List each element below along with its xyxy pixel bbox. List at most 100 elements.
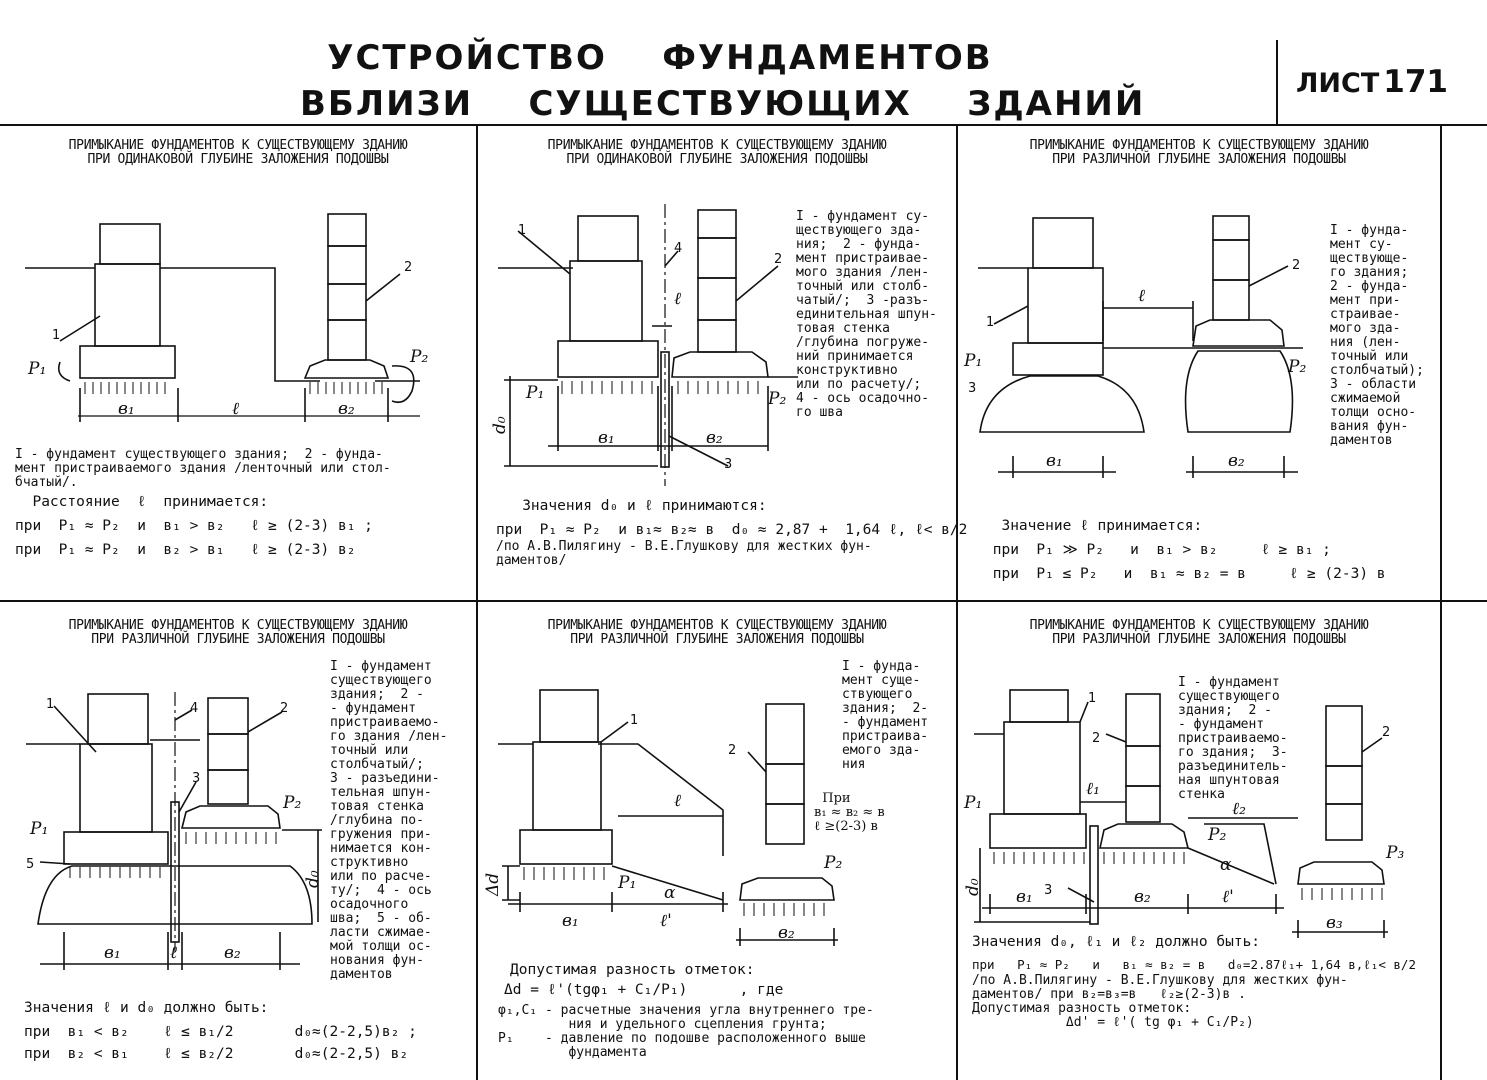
label-p1: P₁ — [29, 819, 48, 839]
label-4: 4 — [674, 241, 682, 256]
label-l: ℓ — [232, 399, 239, 419]
label-2: 2 — [1292, 258, 1300, 273]
label-1: 1 — [52, 328, 60, 343]
legend-text: I - фундамент существующего здания; 2 - … — [330, 659, 448, 982]
label-l2: ℓ₂ — [1232, 799, 1246, 819]
label-b1: в₁ — [104, 943, 121, 963]
rule-1: при P₁ ≈ P₂ и в₁≈ в₂≈ в d₀ ≈ 2,87 + 1,64… — [496, 522, 968, 538]
rule-intro: Значения d₀ и ℓ принимаются: — [496, 498, 767, 514]
sheet-pile-wall — [1089, 825, 1099, 925]
foundation-diagram: 1 2 3 P₁ P₂ ℓ в₁ в₂ — [963, 215, 1306, 478]
panel-equal-depth-spacing: ПРИМЫКАНИЕ ФУНДАМЕНТОВ К СУЩЕСТВУЮЩЕМУ З… — [0, 126, 476, 600]
label-3: 3 — [724, 457, 732, 472]
label-p1: P₁ — [617, 873, 636, 893]
label-1: 1 — [1088, 691, 1096, 706]
label-2: 2 — [774, 252, 782, 267]
label-1: 1 — [986, 315, 994, 330]
rule-1: при в₁ < в₂ ℓ ≤ в₁/2 d₀≈(2-2,5)в₂ ; — [24, 1024, 417, 1040]
panel-title-line-2: ПРИ ОДИНАКОВОЙ ГЛУБИНЕ ЗАЛОЖЕНИЯ ПОДОШВЫ — [87, 152, 389, 167]
rule-2: /по А.В.Пилягину - В.Е.Глушкову для жест… — [972, 973, 1348, 1030]
rule-1: Δd = ℓ'(tgφ₁ + C₁/P₁) , где — [504, 982, 784, 998]
header-separator — [1276, 40, 1278, 125]
existing-foundation — [79, 223, 176, 379]
soil-pressure-arrows — [69, 832, 277, 878]
label-lprime: ℓ' — [660, 911, 672, 931]
sheet-title-line-1: УСТРОЙСТВО ФУНДАМЕНТОВ — [327, 38, 993, 78]
label-p2: P₂ — [282, 793, 301, 813]
row-divider — [0, 600, 1487, 602]
label-alpha: α — [664, 883, 676, 903]
new-foundation-middle — [1099, 693, 1190, 849]
panel-different-depth-spacing: ПРИМЫКАНИЕ ФУНДАМЕНТОВ К СУЩЕСТВУЮЩЕМУ З… — [958, 126, 1440, 600]
panel-title-line-1: ПРИМЫКАНИЕ ФУНДАМЕНТОВ К СУЩЕСТВУЮЩЕМУ З… — [1029, 138, 1369, 153]
soil-pressure-arrows — [993, 852, 1383, 900]
label-1: 1 — [46, 697, 54, 712]
pressure-spread-line — [611, 865, 724, 901]
label-b1: в₁ — [562, 911, 579, 931]
dimension-lines — [40, 829, 322, 970]
label-5: 5 — [26, 857, 34, 872]
rule-1: при P₁ ≈ P₂ и в₁ > в₂ ℓ ≥ (2-3) в₁ ; — [15, 518, 373, 534]
rule-1: при P₁ ≫ P₂ и в₁ > в₂ ℓ ≥ в₁ ; — [984, 542, 1331, 558]
panel-equal-depth-sheet-pile: ПРИМЫКАНИЕ ФУНДАМЕНТОВ К СУЩЕСТВУЮЩЕМУ З… — [478, 126, 967, 600]
label-p1: P₁ — [27, 359, 46, 379]
legend-text: I - фунда- мент су- ществующе- го здания… — [1330, 223, 1424, 448]
label-lprime: ℓ' — [1222, 887, 1234, 907]
dimension-line — [78, 388, 420, 422]
rule-intro: Значения d₀, ℓ₁ и ℓ₂ должно быть: — [972, 934, 1261, 950]
panel-different-depth-slope: ПРИМЫКАНИЕ ФУНДАМЕНТОВ К СУЩЕСТВУЮЩЕМУ З… — [478, 602, 956, 1080]
rule-intro: Расстояние ℓ принимается: — [15, 494, 269, 510]
panel-title-line-2: ПРИ РАЗЛИЧНОЙ ГЛУБИНЕ ЗАЛОЖЕНИЯ ПОДОШВЫ — [570, 632, 864, 647]
label-p1: P₁ — [963, 793, 982, 813]
label-b2: в₂ — [224, 943, 241, 963]
new-foundation-right — [1297, 705, 1385, 885]
new-foundation — [1192, 215, 1285, 347]
compression-zone — [37, 865, 313, 925]
rule-1: при P₁ ≈ P₂ и в₁ ≈ в₂ = в d₀=2.87ℓ₁+ 1,6… — [972, 957, 1416, 972]
legend-text: I - фундамент существующего здания; 2 - … — [1178, 675, 1288, 802]
label-3: 3 — [1044, 883, 1052, 898]
label-3: 3 — [968, 381, 976, 396]
new-foundation — [303, 213, 390, 379]
label-b3: в₃ — [1326, 913, 1343, 933]
legend-text: I - фундамент су- ществующего зда- ния; … — [796, 209, 937, 420]
foundation-diagram: 1 2 P₁ P₂ в₁ ℓ в₂ — [25, 213, 428, 422]
panel-title-line-1: ПРИМЫКАНИЕ ФУНДАМЕНТОВ К СУЩЕСТВУЮЩЕМУ З… — [68, 138, 408, 153]
compression-zone-2 — [1184, 350, 1294, 433]
label-l: ℓ — [1138, 286, 1145, 306]
sheet-label: ЛИСТ — [1296, 68, 1380, 99]
dimension-lines — [998, 301, 1298, 478]
label-b1: в₁ — [118, 399, 135, 419]
label-p2: P₂ — [767, 389, 786, 409]
sheet-number: 171 — [1383, 64, 1448, 100]
label-d0: d₀ — [303, 870, 323, 888]
label-2: 2 — [280, 701, 288, 716]
rule-2: при P₁ ≤ P₂ и в₁ ≈ в₂ = в ℓ ≥ (2-3) в — [984, 566, 1386, 582]
ground-line — [25, 267, 420, 382]
legend-text: I - фунда- мент суще- ствующего здания; … — [842, 659, 929, 772]
legend-text: I - фундамент существующего здания; 2 - … — [15, 447, 391, 490]
panel-title-line-1: ПРИМЫКАНИЕ ФУНДАМЕНТОВ К СУЩЕСТВУЮЩЕМУ З… — [547, 138, 887, 153]
panel-title-line-1: ПРИМЫКАНИЕ ФУНДАМЕНТОВ К СУЩЕСТВУЮЩЕМУ З… — [547, 618, 887, 633]
label-p1: P₁ — [963, 351, 982, 371]
slope-line — [1204, 823, 1277, 885]
existing-foundation — [63, 693, 169, 865]
foundation-diagram: 1 2 P₁ P₂ ℓ α в₁ ℓ' в₂ Δd — [483, 689, 842, 946]
new-foundation — [671, 209, 769, 378]
dimension-lines — [504, 325, 769, 467]
label-2-middle: 2 — [1092, 731, 1100, 746]
panel-title-line-1: ПРИМЫКАНИЕ ФУНДАМЕНТОВ К СУЩЕСТВУЮЩЕМУ З… — [68, 618, 408, 633]
pressure-spread-line — [1187, 847, 1275, 885]
dimension-lines — [502, 815, 838, 946]
label-alpha: α — [1220, 855, 1232, 875]
soil-pressure-arrows — [561, 381, 759, 394]
label-p2: P₂ — [1287, 357, 1306, 377]
panel-different-depth-sheet-pile: ПРИМЫКАНИЕ ФУНДАМЕНТОВ К СУЩЕСТВУЮЩЕМУ З… — [0, 602, 476, 1080]
condition-text: При в₁ ≈ в₂ ≈ в ℓ ≥(2-3) в — [814, 791, 885, 834]
panel-title-line-2: ПРИ РАЗЛИЧНОЙ ГЛУБИНЕ ЗАЛОЖЕНИЯ ПОДОШВЫ — [1052, 152, 1346, 167]
foundation-diagram: 1 2 2 3 P₁ P₂ P₃ ℓ₁ ℓ₂ α в₁ в₂ ℓ' в₃ d₀ — [963, 689, 1404, 938]
label-d0: d₀ — [963, 878, 983, 896]
panel-title-line-2: ПРИ РАЗЛИЧНОЙ ГЛУБИНЕ ЗАЛОЖЕНИЯ ПОДОШВЫ — [91, 632, 385, 647]
